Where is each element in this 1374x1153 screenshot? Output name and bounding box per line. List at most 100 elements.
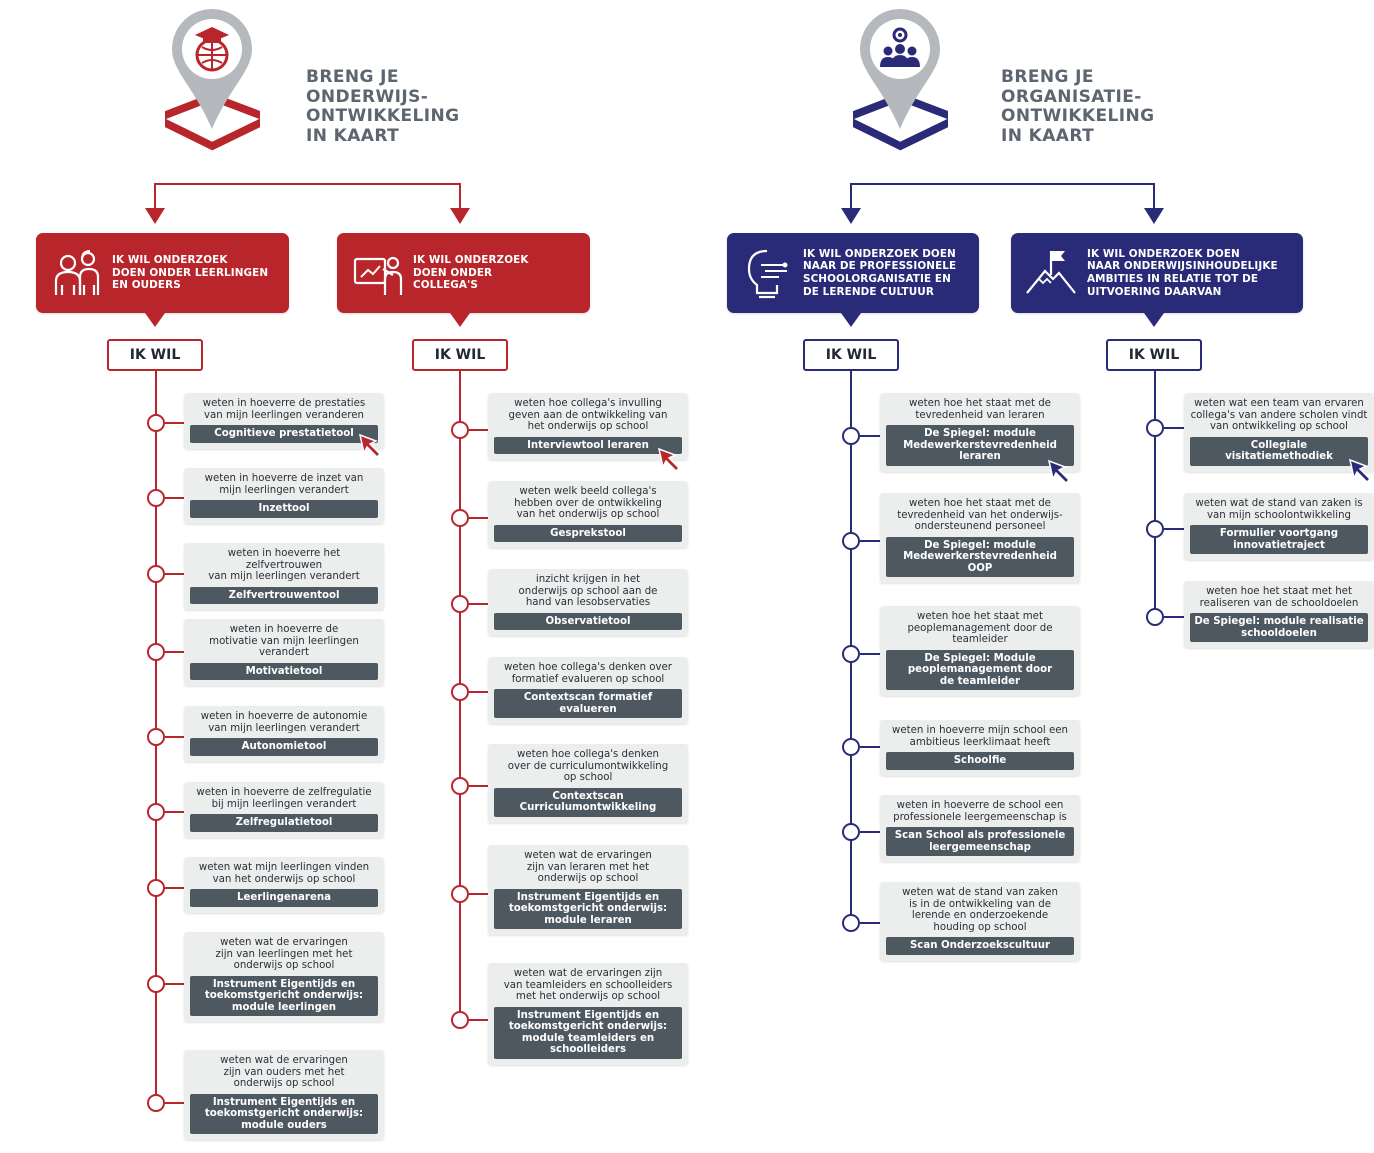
option-description: weten in hoeverre het zelfvertrouwen van…	[208, 548, 360, 583]
timeline-node	[1146, 608, 1164, 626]
ik-wil-label: IK WIL	[803, 339, 899, 371]
tool-button[interactable]: Interviewtool leraren	[494, 436, 682, 455]
ik-wil-label: IK WIL	[107, 339, 203, 371]
tool-button[interactable]: Leerlingenarena	[190, 889, 378, 907]
timeline-node	[451, 509, 469, 527]
connector-line	[850, 183, 1155, 185]
ik-wil-label: IK WIL	[412, 339, 508, 371]
node-connector	[469, 893, 489, 895]
timeline-node	[147, 414, 165, 432]
tool-button[interactable]: Instrument Eigentijds en toekomstgericht…	[494, 1006, 682, 1059]
node-connector	[860, 831, 881, 833]
node-connector	[469, 1019, 489, 1021]
option-card: weten wat mijn leerlingen vinden van het…	[184, 857, 384, 913]
tool-button[interactable]: Inzettool	[190, 500, 378, 518]
timeline-node	[147, 643, 165, 661]
timeline-node	[451, 885, 469, 903]
option-card: weten hoe collega's invulling geven aan …	[488, 393, 688, 461]
option-card: weten in hoeverre de autonomie van mijn …	[184, 706, 384, 762]
tool-button[interactable]: Instrument Eigentijds en toekomstgericht…	[494, 888, 682, 930]
tool-button[interactable]: De Spiegel: module Medewerkerstevredenhe…	[886, 425, 1074, 466]
option-card: inzicht krijgen in het onderwijs op scho…	[488, 569, 688, 637]
option-description: weten in hoeverre de school een professi…	[893, 800, 1067, 823]
option-card: weten hoe het staat met de tevredenheid …	[880, 493, 1080, 584]
tool-button[interactable]: Zelfregulatietool	[190, 814, 378, 832]
tool-button[interactable]: De Spiegel: Module peoplemanagement door…	[886, 649, 1074, 691]
tool-button[interactable]: Collegiale visitatiemethodiek	[1190, 436, 1368, 466]
timeline-node	[842, 532, 860, 550]
tool-button[interactable]: Instrument Eigentijds en toekomstgericht…	[190, 975, 378, 1017]
organisation-development-section: BRENG JE ORGANISATIE- ONTWIKKELING IN KA…	[690, 0, 1374, 1153]
cursor-arrow-icon	[358, 433, 382, 459]
tool-button[interactable]: De Spiegel: module Medewerkerstevredenhe…	[886, 536, 1074, 578]
branch-header-label: IK WIL ONDERZOEK DOEN NAAR DE PROFESSION…	[803, 247, 957, 298]
tool-button[interactable]: Scan Onderzoekscultuur	[886, 937, 1074, 955]
option-description: weten in hoeverre de zelfregulatie bij m…	[196, 787, 372, 810]
tool-button[interactable]: Schoolfie	[886, 752, 1074, 770]
option-card: weten in hoeverre mijn school een ambiti…	[880, 720, 1080, 776]
timeline-node	[147, 803, 165, 821]
education-development-section: BRENG JE ONDERWIJS- ONTWIKKELING IN KAAR…	[36, 9, 688, 1141]
node-connector	[469, 785, 489, 787]
tool-button[interactable]: Contextscan formatief evalueren	[494, 689, 682, 719]
option-card: weten wat de stand van zaken is van mijn…	[1184, 493, 1374, 561]
timeline-node	[842, 427, 860, 445]
header-pointer	[450, 313, 470, 327]
branch-header-colleagues[interactable]: IK WIL ONDERZOEK DOEN ONDER COLLEGA'S	[337, 233, 590, 313]
tool-button[interactable]: Scan School als professionele leergemeen…	[886, 827, 1074, 857]
tool-button[interactable]: Gesprekstool	[494, 524, 682, 543]
timeline-node	[1146, 520, 1164, 538]
branch-header-students-parents[interactable]: IK WIL ONDERZOEK DOEN ONDER LEERLINGEN E…	[36, 233, 289, 313]
option-description: weten hoe het staat met de tevredenheid …	[909, 398, 1051, 421]
option-description: weten wat mijn leerlingen vinden van het…	[198, 862, 370, 885]
tool-button[interactable]: Cognitieve prestatietool	[190, 425, 378, 443]
timeline-node	[147, 565, 165, 583]
map-pin-education-icon	[165, 9, 260, 151]
node-connector	[469, 429, 489, 431]
option-card: weten in hoeverre het zelfvertrouwen van…	[184, 543, 384, 611]
timeline-node	[147, 879, 165, 897]
option-description: weten in hoeverre de motivatie van mijn …	[209, 624, 359, 659]
tool-button[interactable]: Observatietool	[494, 612, 682, 631]
timeline-node	[842, 823, 860, 841]
option-description: weten in hoeverre de prestaties van mijn…	[202, 398, 366, 421]
cursor-arrow-icon	[1348, 458, 1372, 484]
option-card: weten wat de ervaringen zijn van teamlei…	[488, 963, 688, 1065]
tool-button[interactable]: De Spiegel: module realisatie schooldoel…	[1190, 613, 1368, 643]
option-card: weten hoe het staat met het realiseren v…	[1184, 581, 1374, 649]
timeline-node	[451, 683, 469, 701]
timeline-node	[451, 777, 469, 795]
option-card: weten in hoeverre de prestaties van mijn…	[184, 393, 384, 449]
option-description: weten welk beeld collega's hebben over d…	[514, 486, 662, 521]
tool-button[interactable]: Instrument Eigentijds en toekomstgericht…	[190, 1093, 378, 1135]
tool-button[interactable]: Autonomietool	[190, 738, 378, 756]
node-connector	[860, 653, 881, 655]
mountain-flag-icon	[1026, 251, 1076, 294]
timeline-node	[1146, 419, 1164, 437]
branch-header-professional-organisation[interactable]: IK WIL ONDERZOEK DOEN NAAR DE PROFESSION…	[727, 233, 979, 313]
node-connector	[469, 691, 489, 693]
arrow-down-icon	[450, 208, 470, 224]
branch-header-label: IK WIL ONDERZOEK DOEN NAAR ONDERWIJSINHO…	[1087, 247, 1278, 298]
tool-button[interactable]: Contextscan Curriculumontwikkeling	[494, 787, 682, 817]
node-connector	[860, 435, 881, 437]
option-description: weten hoe het staat met peoplemanagement…	[907, 611, 1053, 646]
node-connector	[469, 603, 489, 605]
option-description: weten wat de ervaringen zijn van ouders …	[220, 1055, 348, 1090]
option-card: weten hoe het staat met de tevredenheid …	[880, 393, 1080, 472]
option-description: weten wat de ervaringen zijn van leerlin…	[215, 937, 353, 972]
option-card: weten welk beeld collega's hebben over d…	[488, 481, 688, 549]
option-description: weten hoe collega's denken over de curri…	[507, 749, 669, 784]
node-connector	[165, 736, 185, 738]
tool-button[interactable]: Formulier voortgang innovatietraject	[1190, 525, 1368, 555]
tool-button[interactable]: Motivatietool	[190, 662, 378, 681]
timeline-node	[147, 975, 165, 993]
option-card: weten in hoeverre de zelfregulatie bij m…	[184, 782, 384, 838]
node-connector	[165, 497, 185, 499]
branch-header-educational-ambitions[interactable]: IK WIL ONDERZOEK DOEN NAAR ONDERWIJSINHO…	[1011, 233, 1303, 313]
option-card: weten in hoeverre de motivatie van mijn …	[184, 619, 384, 687]
option-card: weten wat de ervaringen zijn van ouders …	[184, 1050, 384, 1141]
node-connector	[165, 1102, 185, 1104]
tool-button[interactable]: Zelfvertrouwentool	[190, 586, 378, 605]
timeline-node	[842, 738, 860, 756]
